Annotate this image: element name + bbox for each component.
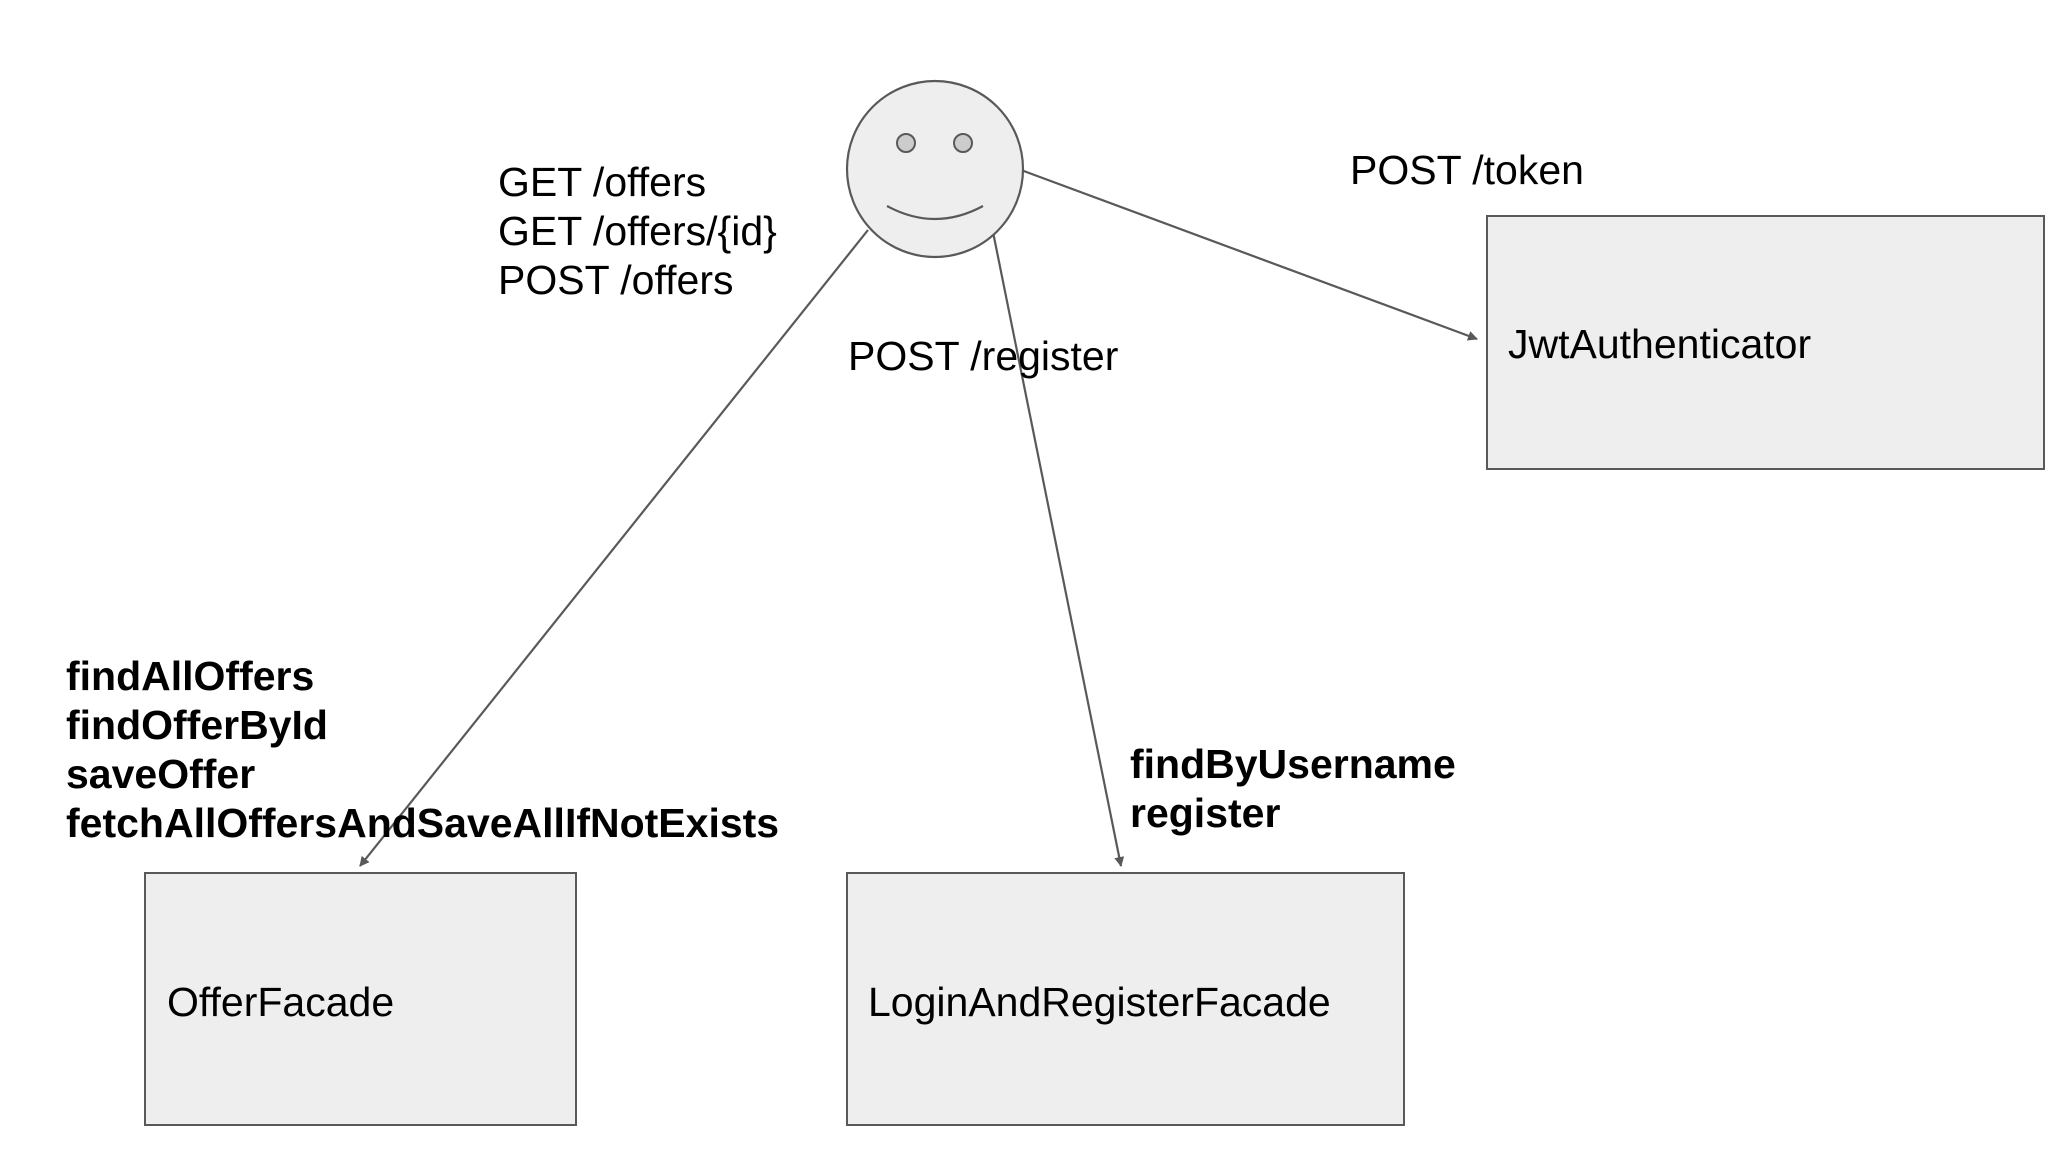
method-find-offer-by-id: findOfferById <box>66 702 328 748</box>
smiley-face-icon <box>845 79 1025 259</box>
offers-endpoints-label: GET /offers GET /offers/{id} POST /offer… <box>498 158 777 305</box>
endpoint-get-offer-by-id: GET /offers/{id} <box>498 208 777 254</box>
method-register: register <box>1130 790 1281 836</box>
offer-facade-label: OfferFacade <box>167 979 395 1025</box>
method-save-offer: saveOffer <box>66 751 256 797</box>
actor-right-eye <box>953 133 973 153</box>
login-register-facade-box: LoginAndRegisterFacade <box>846 872 1405 1126</box>
method-find-all-offers: findAllOffers <box>66 653 315 699</box>
method-fetch-all-offers-and-save: fetchAllOffersAndSaveAllIfNotExists <box>66 800 780 846</box>
jwt-authenticator-box: JwtAuthenticator <box>1486 215 2045 470</box>
jwt-authenticator-label: JwtAuthenticator <box>1508 321 1812 367</box>
endpoint-get-offers: GET /offers <box>498 159 707 205</box>
login-register-facade-label: LoginAndRegisterFacade <box>868 979 1331 1025</box>
register-endpoint-label: POST /register <box>848 333 1119 379</box>
actor-left-eye <box>896 133 916 153</box>
offer-facade-box: OfferFacade <box>144 872 577 1126</box>
actor-mouth <box>886 205 984 220</box>
arrow-to-offer-facade <box>359 229 869 867</box>
offer-facade-methods: findAllOffers findOfferById saveOffer fe… <box>66 652 779 848</box>
login-register-facade-methods: findByUsername register <box>1130 740 1456 838</box>
token-endpoint-label: POST /token <box>1350 147 1584 193</box>
actor-head <box>845 79 1025 259</box>
arrow-to-login-register-facade <box>991 231 1125 867</box>
arrow-to-jwt-authenticator <box>1020 168 1478 341</box>
endpoint-post-offers: POST /offers <box>498 257 734 303</box>
method-find-by-username: findByUsername <box>1130 741 1456 787</box>
